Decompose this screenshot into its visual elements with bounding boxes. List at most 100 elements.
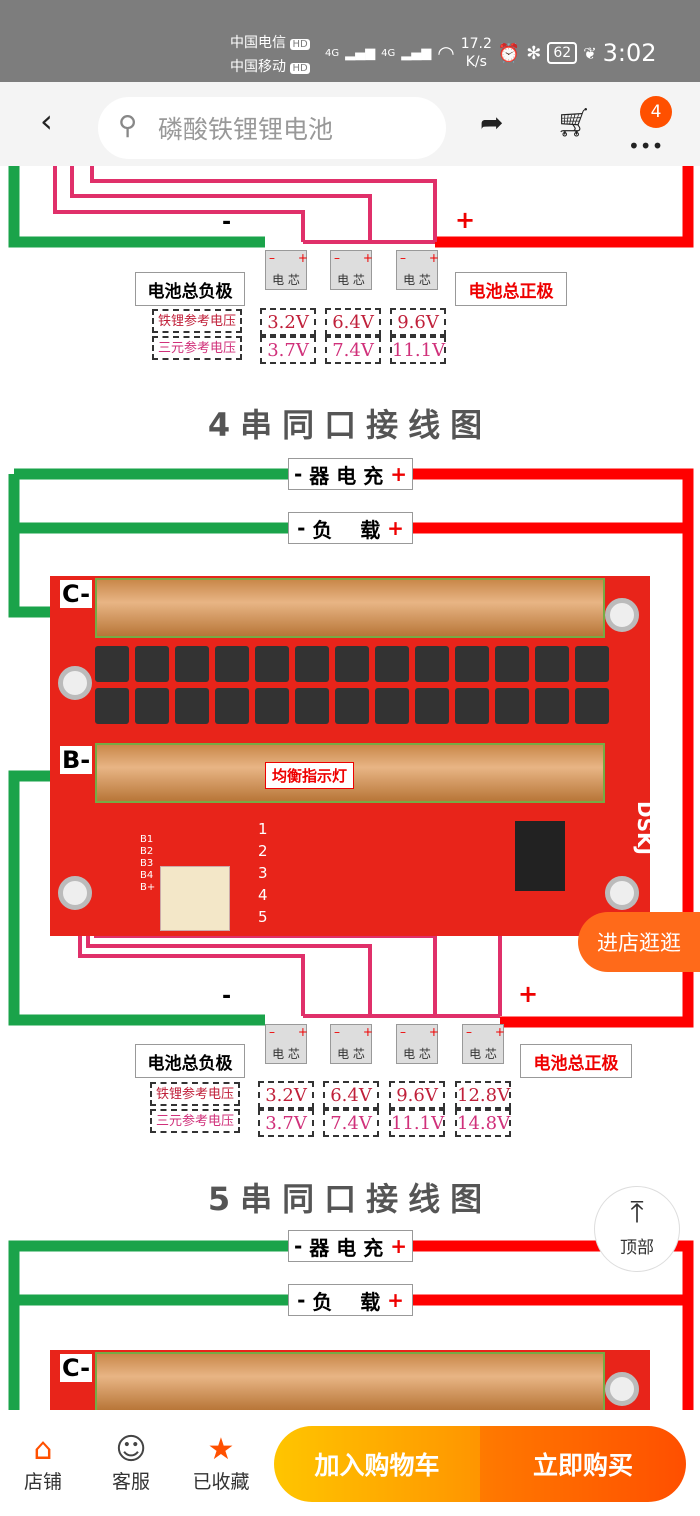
mosfet: [175, 646, 209, 682]
charger-text: 器 电 充: [309, 1235, 384, 1260]
ncm-label: 三元参考电压: [152, 336, 243, 360]
balance-indicator-label: 均衡指示灯: [265, 762, 355, 789]
plus-sign: +: [390, 462, 407, 486]
mosfet: [375, 646, 409, 682]
back-to-top-label: 顶部: [620, 1238, 654, 1258]
visit-shop-button[interactable]: 进店逛逛: [578, 912, 700, 972]
mosfet: [415, 688, 449, 724]
pad-number: 3: [258, 864, 268, 882]
customer-service-tab[interactable]: ☺客服: [96, 1432, 166, 1494]
mosfet: [575, 646, 609, 682]
pad-number: 4: [258, 886, 268, 904]
plus-sign: +: [387, 1288, 404, 1312]
c-minus-label: C-: [60, 580, 93, 608]
mosfet-array: [95, 646, 615, 724]
favorite-tab[interactable]: ★已收藏: [184, 1432, 258, 1494]
back-to-top-button[interactable]: ⤒ 顶部: [594, 1186, 680, 1272]
ncm-voltage: 7.4V: [323, 1109, 379, 1137]
pin-label: B+: [140, 882, 156, 893]
battery-icon: 62: [547, 42, 578, 64]
mosfet: [375, 688, 409, 724]
search-input[interactable]: ⚲ 磷酸铁锂锂电池: [98, 97, 446, 159]
c-minus-label: C-: [60, 1354, 93, 1382]
ncm-voltage: 11.1V: [389, 1109, 445, 1137]
signal-bars-icon: ▂▄▆: [345, 45, 376, 61]
load-label: - 负 载 +: [288, 1284, 413, 1316]
ncm-voltage: 7.4V: [325, 336, 381, 364]
mosfet: [255, 646, 289, 682]
lfp-voltage: 6.4V: [323, 1081, 379, 1109]
mosfet: [335, 688, 369, 724]
bluetooth-icon: ✻: [526, 42, 542, 64]
alarm-icon: ⏰: [497, 42, 521, 64]
carrier-1: 中国电信: [230, 35, 286, 51]
load-text: 负 载: [312, 1289, 381, 1314]
mosfet: [455, 688, 489, 724]
positive-label: 电池总正极: [455, 272, 567, 306]
pin-label: B2: [140, 846, 154, 857]
battery-cell: 电 芯: [265, 250, 308, 290]
bms-board: [50, 1350, 650, 1410]
mount-hole: [605, 598, 639, 632]
ic-chip: [515, 821, 565, 891]
negative-label: 电池总负极: [135, 1044, 245, 1078]
mosfet: [215, 646, 249, 682]
arrow-up-icon: ⤒: [630, 1195, 644, 1230]
minus-sign: -: [222, 984, 232, 1009]
mosfet: [575, 688, 609, 724]
ncm-label: 三元参考电压: [150, 1109, 241, 1133]
add-to-cart-button[interactable]: 加入购物车: [274, 1426, 480, 1502]
mosfet: [455, 646, 489, 682]
mosfet: [295, 646, 329, 682]
buy-now-button[interactable]: 立即购买: [480, 1426, 686, 1502]
shop-label: 店铺: [23, 1471, 62, 1493]
charger-label: - 器 电 充 +: [288, 458, 413, 490]
charger-text: 器 电 充: [309, 463, 384, 488]
leaf-icon: ❦: [583, 43, 597, 63]
shop-tab[interactable]: ⌂店铺: [8, 1432, 78, 1494]
mosfet: [135, 688, 169, 724]
carrier-2: 中国移动: [230, 59, 286, 75]
favorited-label: 已收藏: [192, 1471, 250, 1493]
mosfet: [415, 646, 449, 682]
section-title: 5串同口接线图: [207, 1180, 493, 1218]
battery-cell: 电 芯: [330, 1024, 373, 1064]
battery-cell: 电 芯: [330, 250, 373, 290]
search-icon: ⚲: [118, 111, 138, 141]
pin-label: B4: [140, 870, 154, 881]
minus-sign: -: [222, 210, 232, 235]
pin-label: B1: [140, 834, 154, 845]
lfp-voltage: 3.2V: [258, 1081, 314, 1109]
section-title: 4串同口接线图: [207, 406, 493, 444]
positive-label: 电池总正极: [520, 1044, 632, 1078]
wiring-lines: [8, 166, 694, 1410]
pad-number: 5: [258, 908, 268, 926]
cart-badge: 4: [640, 96, 672, 128]
bottom-action-bar: ⌂店铺 ☺客服 ★已收藏 加入购物车 立即购买: [0, 1410, 700, 1516]
search-text: 磷酸铁锂锂电池: [158, 115, 334, 144]
charger-label: - 器 电 充 +: [288, 1230, 413, 1262]
mosfet: [495, 646, 529, 682]
more-icon[interactable]: •••: [628, 134, 664, 158]
wifi-icon: ◠: [437, 41, 455, 65]
plus-sign: +: [518, 980, 539, 1008]
lfp-voltage: 9.6V: [389, 1081, 445, 1109]
ncm-voltage: 3.7V: [258, 1109, 314, 1137]
net-speed: 17.2: [460, 36, 492, 52]
back-icon[interactable]: ‹: [40, 102, 53, 140]
plus-sign: +: [387, 516, 404, 540]
cart-icon[interactable]: 🛒︎: [556, 106, 592, 139]
load-label: - 负 载 +: [288, 512, 413, 544]
lfp-voltage: 6.4V: [325, 308, 381, 336]
brand-logo: DSKJ: [632, 801, 657, 855]
mosfet: [255, 688, 289, 724]
minus-sign: -: [294, 462, 303, 486]
pad-number: 1: [258, 820, 268, 838]
lfp-label: 铁锂参考电压: [150, 1082, 241, 1106]
mosfet: [335, 646, 369, 682]
ncm-voltage: 14.8V: [455, 1109, 511, 1137]
share-icon[interactable]: ➦: [480, 106, 504, 139]
